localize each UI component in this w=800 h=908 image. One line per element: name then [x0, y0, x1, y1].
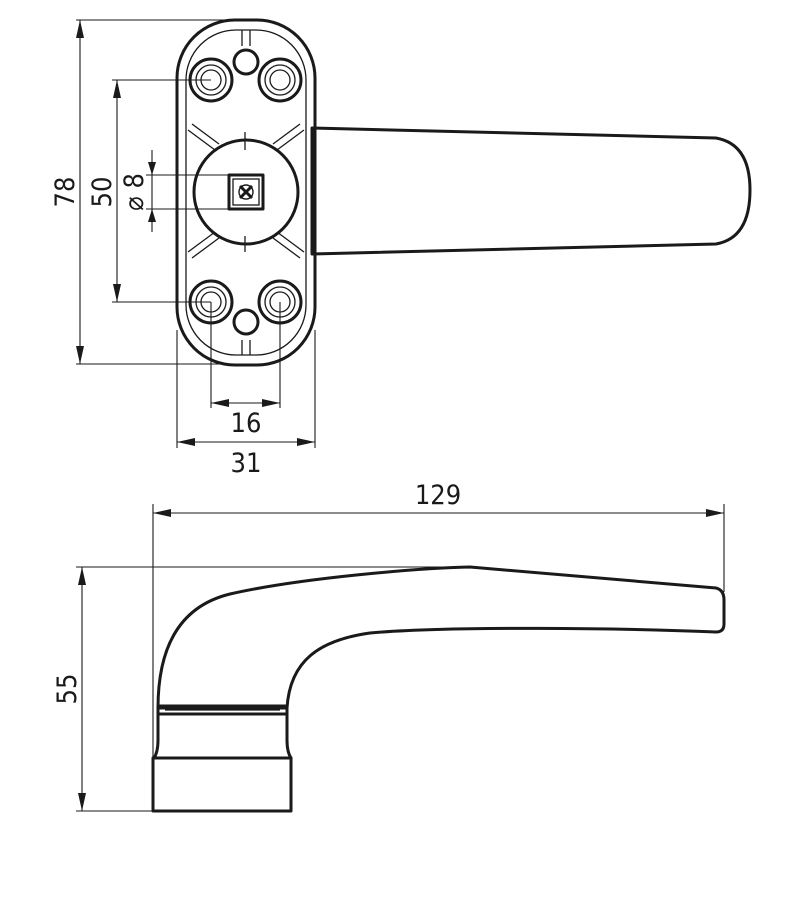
dim-arrow — [177, 438, 195, 446]
dim-arrow — [113, 284, 121, 302]
rosette-plate-inner — [185, 29, 307, 356]
dim-arrow — [297, 438, 315, 446]
rib-line — [272, 237, 301, 259]
dim-arrow — [211, 399, 229, 407]
side-view: 129 55 — [52, 480, 726, 813]
lever-arm-top — [310, 126, 752, 256]
notch-bottom — [232, 308, 260, 336]
dim-arrow — [76, 346, 84, 364]
dim-label-50: 50 — [87, 177, 118, 208]
screw-hole-top-right — [257, 57, 303, 103]
dim-arrow — [148, 162, 156, 175]
dim-label-31: 31 — [231, 448, 262, 479]
rosette-side-base — [151, 756, 293, 813]
rib-line — [187, 129, 216, 151]
dim-label-129: 129 — [415, 480, 461, 511]
rib-line — [191, 237, 220, 259]
dim-arrow — [262, 399, 280, 407]
rib-line — [187, 231, 216, 253]
rib-line — [276, 231, 305, 253]
dim-arrow — [113, 80, 121, 98]
lever-side-profile — [156, 565, 726, 710]
square-spindle — [227, 173, 265, 211]
center-hub — [192, 138, 300, 246]
dim-label-55: 55 — [52, 674, 83, 705]
dim-label-square-8: ⌀ 8 — [119, 173, 150, 211]
square-spindle-inner — [232, 178, 260, 206]
dim-arrow — [78, 567, 86, 585]
top-view: 78 50 ⌀ 8 16 31 — [50, 18, 752, 479]
dim-arrow — [78, 793, 86, 811]
dim-arrow — [153, 509, 171, 517]
rosette-plate-outer — [175, 18, 317, 367]
rib-line — [272, 123, 301, 145]
rosette-side-upper — [152, 712, 293, 760]
rib-line — [276, 129, 305, 151]
dim-label-16: 16 — [231, 408, 262, 439]
rib-line — [191, 123, 220, 145]
dim-arrow — [76, 20, 84, 38]
cross-screw-icon — [238, 184, 254, 200]
notch-top — [232, 48, 260, 76]
dim-arrow — [148, 209, 156, 222]
dim-label-78: 78 — [50, 177, 81, 208]
dim-arrow — [706, 509, 724, 517]
